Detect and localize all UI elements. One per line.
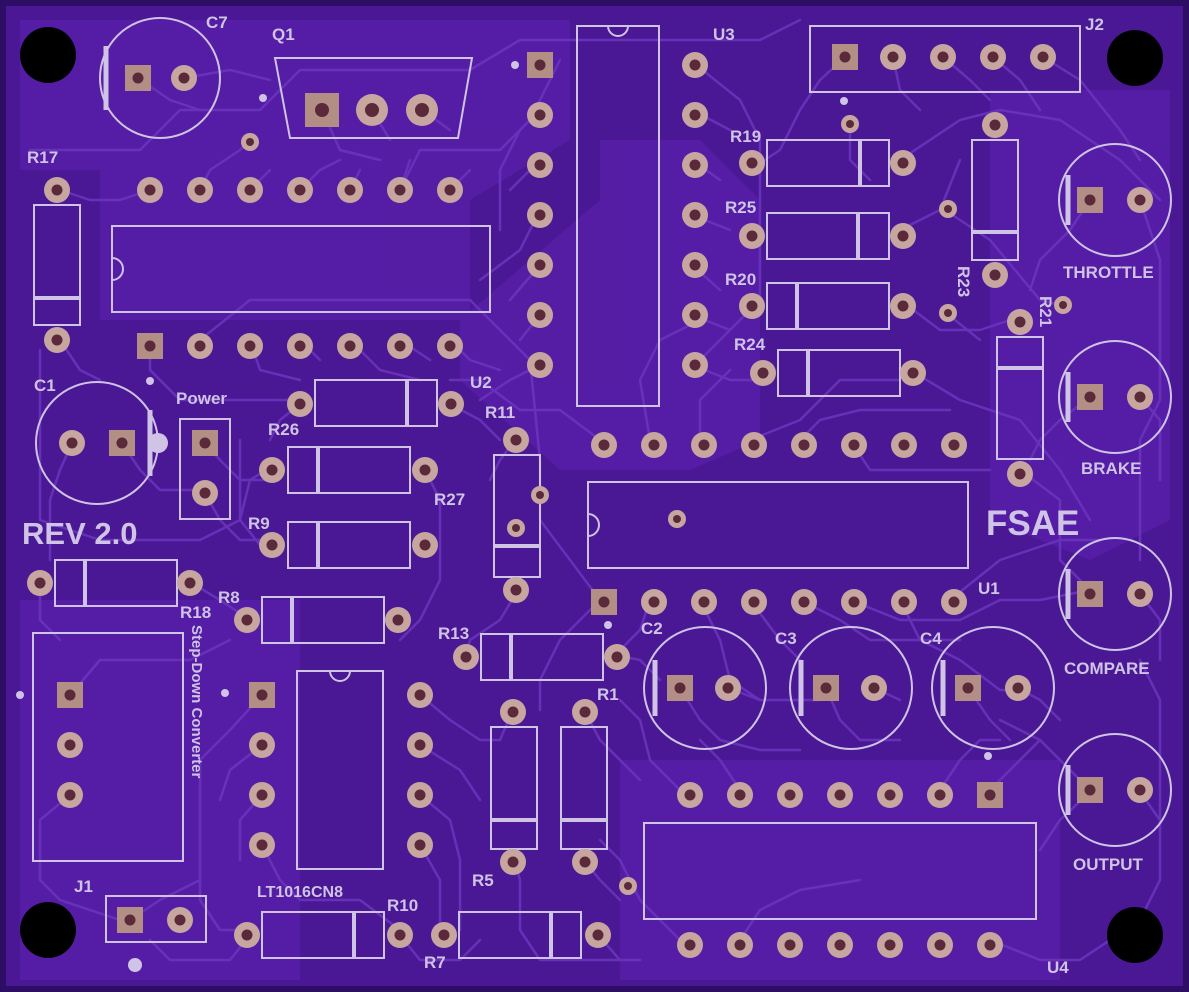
output-label: OUTPUT — [1073, 855, 1144, 874]
refdes-r17: R17 — [27, 148, 58, 167]
refdes-q1: Q1 — [272, 25, 295, 44]
brake-label: BRAKE — [1081, 459, 1141, 478]
fsae-label: FSAE — [986, 504, 1079, 543]
refdes-u2: U2 — [470, 373, 492, 392]
converter-label: Step-Down Converter — [188, 625, 205, 779]
refdes-u4: U4 — [1047, 958, 1069, 977]
reference-designators: C7 Q1 U3 J2 R17 R19 R25 R20 R24 R23 R21 … — [27, 13, 1104, 977]
refdes-j2: J2 — [1085, 15, 1104, 34]
refdes-c4: C4 — [920, 629, 942, 648]
refdes-r11: R11 — [485, 403, 515, 422]
power-label: Power — [176, 389, 227, 408]
mount-hole-bottom-right — [1107, 907, 1163, 963]
refdes-u1: U1 — [978, 579, 1000, 598]
copper-pours — [20, 20, 1170, 980]
compare-label: COMPARE — [1064, 659, 1150, 678]
refdes-r20: R20 — [725, 270, 756, 289]
mounting-holes — [20, 27, 1163, 963]
refdes-r21: R21 — [1036, 296, 1055, 327]
board-labels: REV 2.0 FSAE Power THROTTLE BRAKE COMPAR… — [22, 263, 1154, 901]
refdes-r7: R7 — [424, 953, 446, 972]
mount-hole-top-right — [1107, 30, 1163, 86]
refdes-r18: R18 — [180, 603, 211, 622]
refdes-c1: C1 — [34, 376, 56, 395]
refdes-u3: U3 — [713, 25, 735, 44]
refdes-r25: R25 — [725, 198, 756, 217]
refdes-c3: C3 — [775, 629, 797, 648]
mount-hole-top-left — [20, 27, 76, 83]
pin1-markers — [16, 61, 992, 972]
refdes-r10: R10 — [387, 896, 418, 915]
throttle-label: THROTTLE — [1063, 263, 1154, 282]
refdes-r8: R8 — [218, 588, 240, 607]
refdes-r5: R5 — [472, 871, 494, 890]
refdes-c7: C7 — [206, 13, 228, 32]
rev-label: REV 2.0 — [22, 516, 137, 551]
mount-hole-bottom-left — [20, 902, 76, 958]
refdes-r27: R27 — [434, 490, 465, 509]
refdes-r24: R24 — [734, 335, 766, 354]
refdes-r9: R9 — [248, 514, 270, 533]
refdes-r26: R26 — [268, 420, 299, 439]
refdes-r19: R19 — [730, 127, 761, 146]
refdes-j1: J1 — [74, 877, 93, 896]
refdes-c2: C2 — [641, 619, 663, 638]
refdes-r13: R13 — [438, 624, 469, 643]
silkscreen-outlines — [32, 17, 1172, 959]
refdes-r23: R23 — [954, 266, 973, 297]
lt1016-label: LT1016CN8 — [257, 884, 343, 901]
refdes-r1: R1 — [597, 685, 619, 704]
